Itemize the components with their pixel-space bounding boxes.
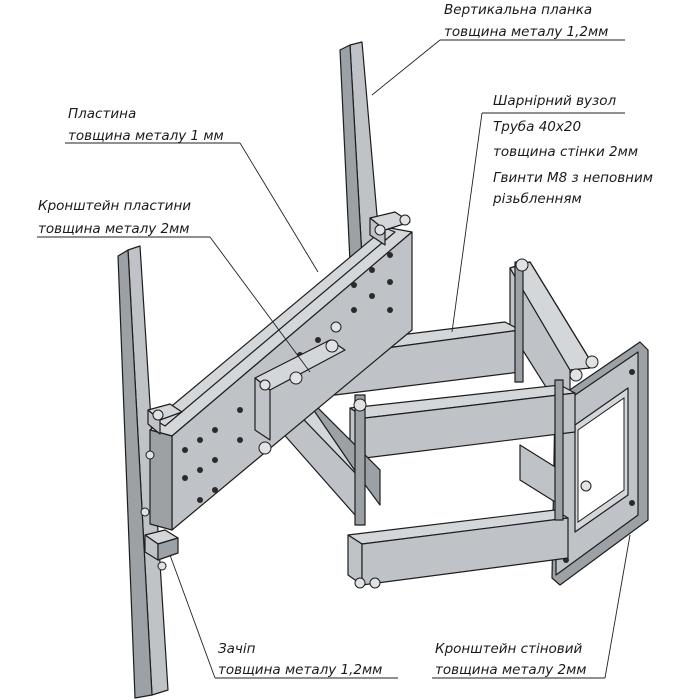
hinge-screws-line2: різьбленням <box>492 191 582 207</box>
plate-name: Пластина <box>68 106 136 122</box>
strip-clamps <box>145 211 411 460</box>
plate-detail: товщина металу 1 мм <box>68 128 224 144</box>
hinge-screws-line1: Гвинти М8 з неповним <box>493 170 653 186</box>
vertical-strip-name: Вертикальна планка <box>444 2 592 18</box>
plate-bracket-detail: товщина металу 2мм <box>38 221 189 237</box>
hinge-tube: Труба 40х20 <box>493 119 581 135</box>
lower-arm <box>347 509 569 586</box>
latch <box>140 507 179 571</box>
wall-bracket-detail: товщина металу 2мм <box>435 662 586 678</box>
wall-bracket-name: Кронштейн стіновий <box>435 641 583 657</box>
vertical-strip-detail: товщина металу 1,2мм <box>444 24 608 40</box>
plate <box>154 227 396 427</box>
latch-name: Зачіп <box>218 641 256 657</box>
vertical-strip-front <box>117 245 169 699</box>
hinge-wall: товщина стінки 2мм <box>493 144 638 160</box>
hinge-pins <box>353 258 599 589</box>
center-connector <box>254 321 346 455</box>
middle-arm <box>349 384 576 459</box>
hinge-name: Шарнірний вузол <box>493 93 616 109</box>
plate-bracket-name: Кронштейн пластини <box>38 198 191 214</box>
latch-detail: товщина металу 1,2мм <box>218 662 382 678</box>
leader-lines <box>37 39 631 679</box>
